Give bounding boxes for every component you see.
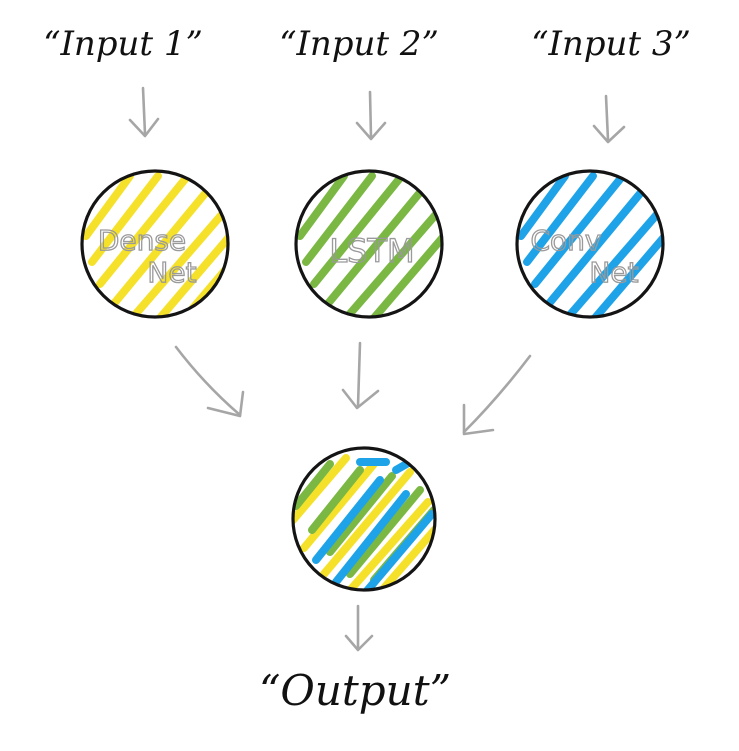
densenet-label-line-1: Dense — [98, 224, 186, 257]
densenet-node: Dense Net — [80, 169, 230, 319]
arrow-densenet-to-merge — [174, 345, 245, 418]
input-label-1: “Input 1” — [43, 24, 203, 64]
convnet-hatch — [517, 172, 663, 317]
convnet-label-line-2: Net — [589, 256, 638, 289]
arrow-merge-to-output — [344, 604, 374, 652]
lstm-label: LSTM — [329, 232, 414, 270]
arrow-input-2-to-lstm — [355, 90, 387, 141]
output-label: “Output” — [259, 666, 451, 715]
arrow-input-3-to-convnet — [592, 94, 626, 144]
densenet-label-line-2: Net — [147, 256, 196, 289]
input-label-3: “Input 3” — [531, 24, 691, 64]
lstm-node: LSTM — [294, 169, 444, 319]
convnet-label-line-1: Conv — [531, 224, 602, 257]
input-label-2: “Input 2” — [279, 24, 439, 64]
merged-hatch-yellow — [293, 454, 435, 590]
arrow-lstm-to-merge — [341, 341, 380, 410]
ensemble-merged-node — [291, 446, 437, 592]
convnet-node: Conv Net — [515, 169, 665, 319]
arrow-convnet-to-merge — [462, 354, 532, 436]
lstm-hatch — [296, 172, 442, 317]
arrow-input-1-to-densenet — [128, 86, 160, 138]
